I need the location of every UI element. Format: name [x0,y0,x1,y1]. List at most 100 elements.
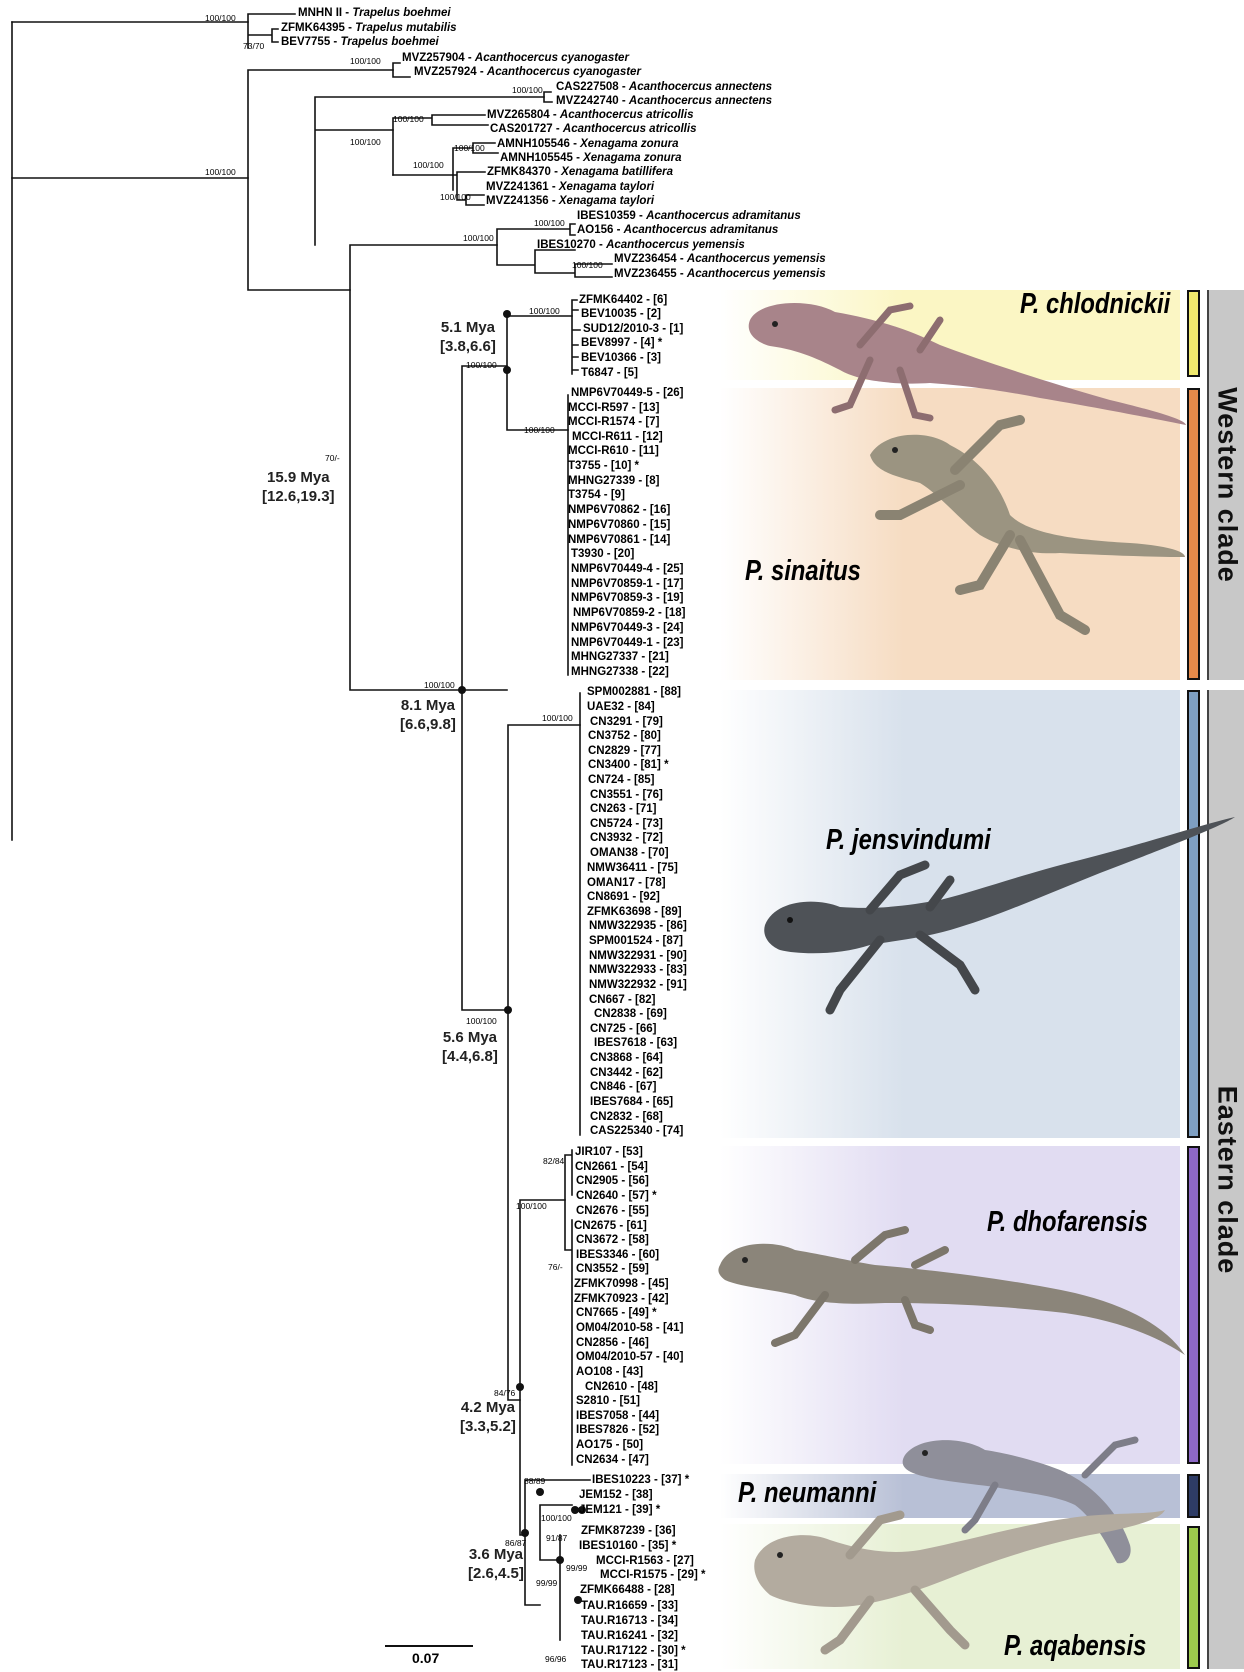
tip-label: BEV10035 - [2] [581,308,661,321]
tip-label: S2810 - [51] [576,1395,640,1408]
tip-label: AMNH105545 - Xenagama zonura [500,152,682,165]
tip-label: CN5724 - [73] [590,818,663,831]
support-value: 100/100 [350,56,381,66]
tip-label: NMP6V70449-1 - [23] [571,637,684,650]
tip-label: CN2905 - [56] [576,1175,649,1188]
tip-label: T6847 - [5] [581,367,638,380]
tip-label: ZFMK64395 - Trapelus mutabilis [281,22,457,35]
node-age: 3.6 Mya[2.6,4.5] [468,1545,524,1583]
support-value: 100/100 [534,218,565,228]
tip-label: CN3752 - [80] [588,730,661,743]
tip-label: MCCI-R1575 - [29] * [600,1569,705,1582]
tip-label: CN3932 - [72] [590,832,663,845]
tip-label: CN263 - [71] [590,803,657,816]
tip-label: NMP6V70860 - [15] [568,519,670,532]
tip-label: CN725 - [66] [590,1023,657,1036]
support-value: 100/100 [440,192,471,202]
tip-label: MVZ236455 - Acanthocercus yemensis [614,268,826,281]
tip-label: NMP6V70449-5 - [26] [571,387,684,400]
tip-label: MCCI-R610 - [11] [568,445,659,458]
support-value: 100/100 [529,306,560,316]
support-value: 99/99 [536,1578,557,1588]
tip-label: AMNH105546 - Xenagama zonura [497,138,679,151]
tip-label: CN846 - [67] [590,1081,657,1094]
support-value: 73/70 [243,41,264,51]
tip-label: AO156 - Acanthocercus adramitanus [577,224,778,237]
tip-label: MVZ265804 - Acanthocercus atricollis [487,109,693,122]
tip-label: JEM152 - [38] [579,1489,653,1502]
tip-label: IBES7618 - [63] [594,1037,677,1050]
tip-label: NMP6V70861 - [14] [568,534,670,547]
node-age: 8.1 Mya[6.6,9.8] [400,696,456,734]
tip-label: CN2838 - [69] [594,1008,667,1021]
tip-label: CN667 - [82] [589,994,656,1007]
tip-label: NMP6V70449-4 - [25] [571,563,684,576]
tip-label: ZFMK84370 - Xenagama batillifera [487,166,673,179]
tip-label: CAS201727 - Acanthocercus atricollis [490,123,696,136]
tip-label: MVZ242740 - Acanthocercus annectens [556,95,772,108]
support-value: 100/100 [516,1201,547,1211]
tip-label: NMW322932 - [91] [589,979,687,992]
tip-label: MHNG27337 - [21] [571,651,669,664]
tip-label: NMP6V70859-3 - [19] [571,592,684,605]
support-value: 100/100 [512,85,543,95]
tip-label: ZFMK63698 - [89] [587,906,682,919]
tip-label: CAS225340 - [74] [590,1125,683,1138]
support-value: 100/100 [463,233,494,243]
tip-label: CN3552 - [59] [576,1263,649,1276]
tip-label: ZFMK64402 - [6] [579,294,667,307]
tip-label: MNHN II - Trapelus boehmei [298,7,451,20]
node-age: 5.6 Mya[4.4,6.8] [442,1028,498,1066]
tip-label: IBES3346 - [60] [576,1249,659,1262]
tip-label: ZFMK70923 - [42] [574,1293,669,1306]
tip-label: NMP6V70859-1 - [17] [571,578,684,591]
support-value: 84/76 [494,1388,515,1398]
tip-label: SPM001524 - [87] [589,935,683,948]
tip-label: AO175 - [50] [576,1439,643,1452]
tip-label: CN7665 - [49] * [576,1307,657,1320]
tip-label: MVZ241356 - Xenagama taylori [486,195,654,208]
tip-label: T3754 - [9] [568,489,625,502]
tip-label: NMP6V70859-2 - [18] [573,607,686,620]
tip-label: NMW322933 - [83] [589,964,687,977]
tip-label: NMW36411 - [75] [587,862,678,875]
tip-label: IBES10160 - [35] * [579,1540,676,1553]
tip-label: ZFMK70998 - [45] [574,1278,669,1291]
tip-label: CN2661 - [54] [575,1161,648,1174]
tip-label: NMP6V70449-3 - [24] [571,622,684,635]
tip-label: TAU.R16659 - [33] [581,1600,678,1613]
support-value: 100/100 [205,167,236,177]
tip-label: CN3868 - [64] [590,1052,663,1065]
tip-label: T3755 - [10] * [568,460,639,473]
support-value: 100/100 [205,13,236,23]
tip-label: IBES10359 - Acanthocercus adramitanus [577,210,801,223]
support-value: 100/100 [424,680,455,690]
tip-label: CN2640 - [57] * [576,1190,657,1203]
support-value: 70/- [325,453,340,463]
tip-label: CN2610 - [48] [585,1381,658,1394]
node-age: 4.2 Mya[3.3,5.2] [460,1398,516,1436]
support-value: 100/100 [454,143,485,153]
support-value: 82/84 [543,1156,564,1166]
tip-label: ZFMK66488 - [28] [580,1584,675,1597]
tip-label: OMAN38 - [70] [590,847,669,860]
tip-label: CN3400 - [81] * [588,759,669,772]
tip-label: BEV7755 - Trapelus boehmei [281,36,439,49]
tip-label: CN3291 - [79] [590,716,663,729]
tip-label: NMP6V70862 - [16] [568,504,670,517]
tip-label: T3930 - [20] [571,548,634,561]
tip-label: IBES10223 - [37] * [592,1474,689,1487]
tip-label: IBES10270 - Acanthocercus yemensis [537,239,745,252]
tip-label: ZFMK87239 - [36] [581,1525,676,1538]
support-value: 100/100 [466,360,497,370]
scale-bar-label: 0.07 [412,1650,439,1666]
tip-label: MCCI-R1563 - [27] [596,1555,694,1568]
tip-label: AO108 - [43] [576,1366,643,1379]
tip-label: SUD12/2010-3 - [1] [583,323,683,336]
tip-label: MVZ257904 - Acanthocercus cyanogaster [402,52,629,65]
support-value: 100/100 [541,1513,572,1523]
tip-label: CN2829 - [77] [588,745,661,758]
support-value: 100/100 [350,137,381,147]
support-value: 100/100 [466,1016,497,1026]
support-value: 91/87 [546,1533,567,1543]
